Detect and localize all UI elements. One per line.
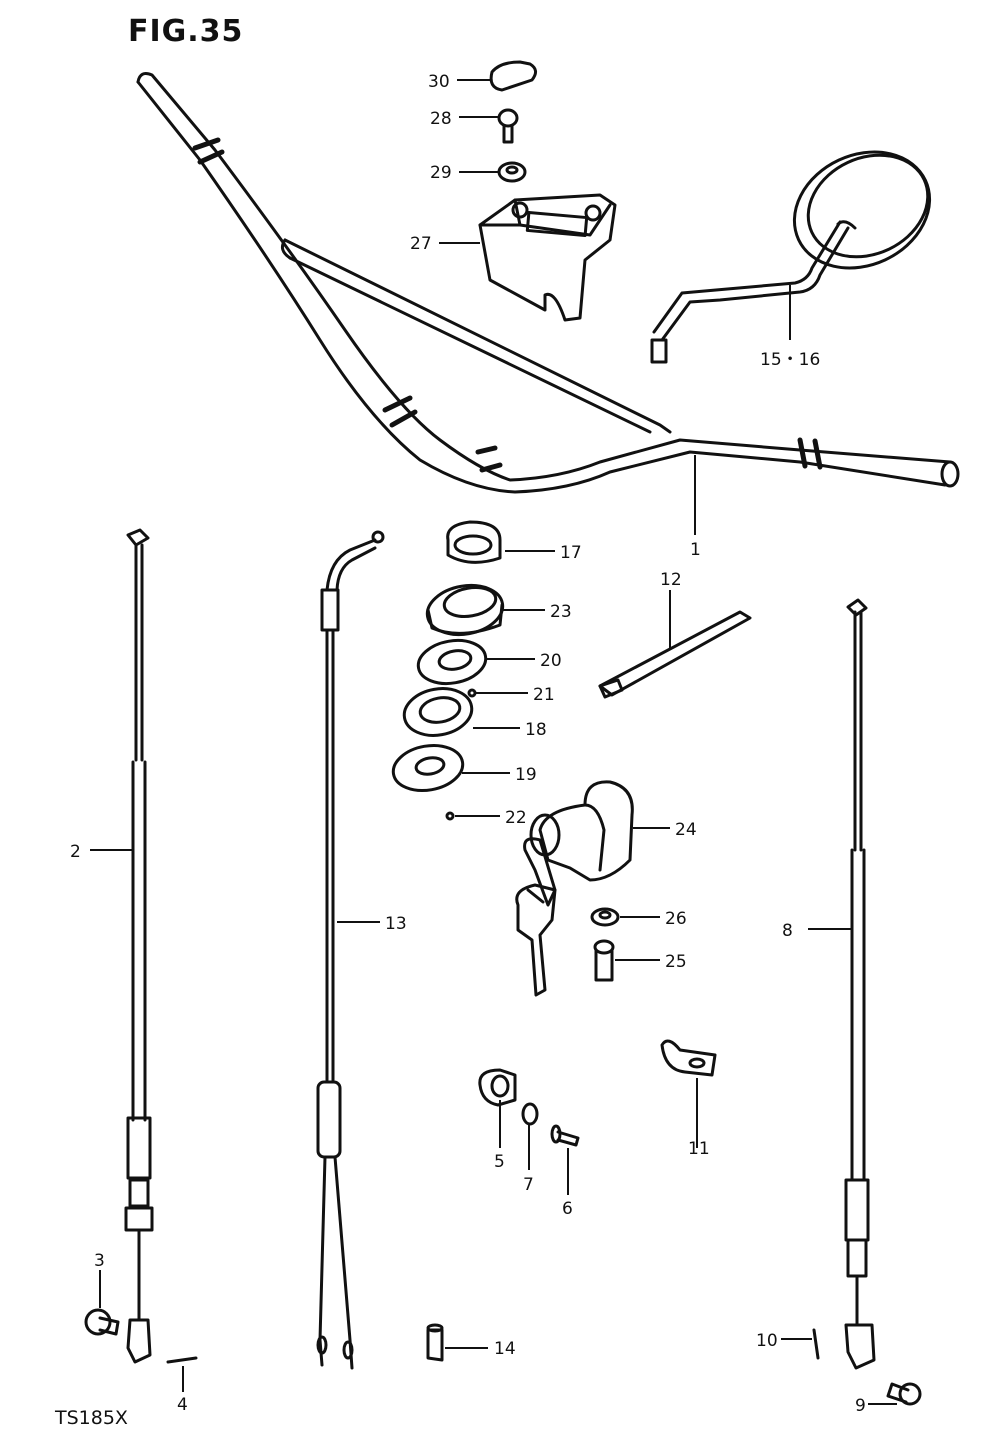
- cap-9: [886, 1382, 922, 1406]
- callout-17: 17: [560, 543, 582, 563]
- cable-clamp-5: [478, 1068, 517, 1107]
- nut-29: [497, 161, 527, 183]
- callout-15-16: 15・16: [760, 350, 820, 370]
- callout-29: 29: [430, 163, 452, 183]
- callout-19: 19: [515, 765, 537, 785]
- nut-17: [446, 520, 502, 564]
- throttle-cable: [316, 530, 385, 1370]
- washer-21: [467, 688, 477, 698]
- callout-5: 5: [494, 1152, 505, 1172]
- figure-title: FIG.35: [128, 14, 244, 49]
- callout-labels: 30 28 29 27 15・16 1 17 23 20 21 18 19 22…: [70, 72, 866, 1416]
- callout-18: 18: [525, 720, 547, 740]
- callout-4: 4: [177, 1395, 188, 1415]
- callout-20: 20: [540, 651, 562, 671]
- callout-1: 1: [690, 540, 701, 560]
- callout-14: 14: [494, 1339, 516, 1359]
- strap-12: [598, 610, 752, 699]
- callout-25: 25: [665, 952, 687, 972]
- ignition-switch: [515, 780, 634, 997]
- callout-23: 23: [550, 602, 572, 622]
- callout-3: 3: [94, 1251, 105, 1271]
- handlebar-clamp: [478, 193, 617, 322]
- leader-lines: [90, 79, 897, 1405]
- callout-13: 13: [385, 914, 407, 934]
- cap-3: [84, 1308, 120, 1336]
- callout-24: 24: [675, 820, 697, 840]
- washer-22: [445, 811, 455, 821]
- cable-guide-11: [660, 1039, 717, 1077]
- cover-23: [425, 583, 505, 637]
- pin-10: [812, 1328, 820, 1360]
- callout-30: 30: [428, 72, 450, 92]
- callout-10: 10: [756, 1331, 778, 1351]
- brake-cable: [844, 598, 876, 1370]
- spacer-19: [391, 743, 465, 793]
- callout-26: 26: [665, 909, 687, 929]
- callout-2: 2: [70, 842, 81, 862]
- cap-30: [489, 60, 537, 92]
- callout-28: 28: [430, 109, 452, 129]
- spacer-20: [416, 638, 488, 686]
- washer-18: [402, 687, 474, 737]
- clutch-cable: [124, 528, 154, 1364]
- model-code: TS185X: [55, 1407, 128, 1429]
- callout-8: 8: [782, 921, 793, 941]
- cap-14: [426, 1323, 444, 1362]
- callout-7: 7: [523, 1175, 534, 1195]
- callout-11: 11: [688, 1139, 710, 1159]
- mirror: [650, 150, 932, 364]
- screw-25: [593, 939, 615, 982]
- bolt-28: [497, 108, 519, 144]
- handlebar: [136, 72, 960, 494]
- screw-6: [550, 1124, 580, 1147]
- callout-9: 9: [855, 1396, 866, 1416]
- washer-26: [590, 907, 620, 927]
- washer-7: [521, 1102, 539, 1126]
- callout-21: 21: [533, 685, 555, 705]
- callout-12: 12: [660, 570, 682, 590]
- pin-4: [166, 1356, 198, 1364]
- callout-6: 6: [562, 1199, 573, 1219]
- callout-27: 27: [410, 234, 432, 254]
- callout-22: 22: [505, 808, 527, 828]
